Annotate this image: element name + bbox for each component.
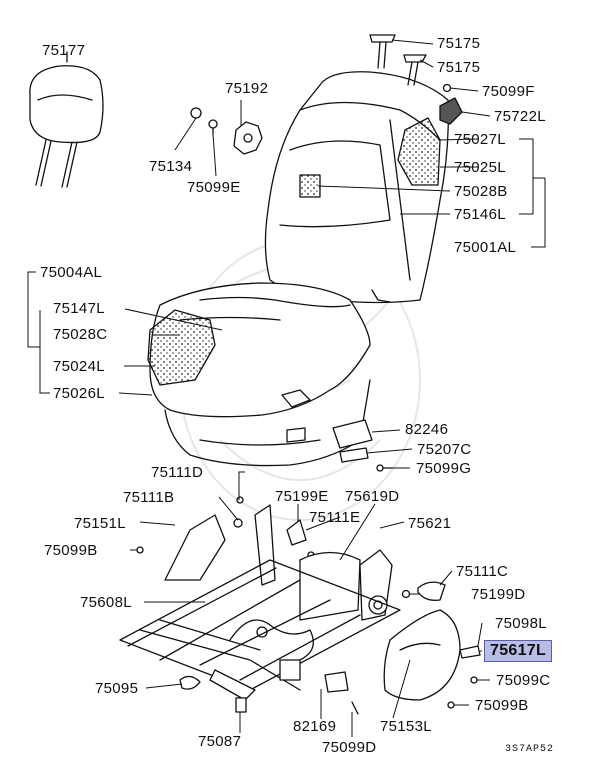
label-75192: 75192 <box>225 80 269 97</box>
label-75147L: 75147L <box>53 300 105 317</box>
label-75111E: 75111E <box>309 509 361 526</box>
label-75004AL: 75004AL <box>40 264 103 281</box>
label-75207C: 75207C <box>417 441 472 458</box>
label-75722L: 75722L <box>494 108 546 125</box>
label-75099G: 75099G <box>416 460 472 477</box>
label-75111D: 75111D <box>151 464 204 481</box>
label-75027L: 75027L <box>454 131 506 148</box>
label-75099D: 75099D <box>322 739 377 756</box>
label-75095: 75095 <box>95 680 139 697</box>
label-75099B-left: 75099B <box>44 542 98 559</box>
label-75028C: 75028C <box>53 326 108 343</box>
label-75099B-right: 75099B <box>475 697 529 714</box>
label-75175-top: 75175 <box>437 35 481 52</box>
label-75001AL: 75001AL <box>454 239 517 256</box>
label-75617L-highlighted: 75617L <box>484 640 553 662</box>
seat-frame <box>120 505 400 714</box>
label-75175: 75175 <box>437 59 481 76</box>
label-75177: 75177 <box>42 42 86 59</box>
label-75025L: 75025L <box>454 159 506 176</box>
seat-cushion <box>148 283 370 466</box>
label-75024L: 75024L <box>53 358 105 375</box>
label-75099F: 75099F <box>482 83 535 100</box>
diagram-code: 3S7AP52 <box>505 744 555 755</box>
label-75199D: 75199D <box>471 586 526 603</box>
label-75151L: 75151L <box>74 515 126 532</box>
leader-lines <box>28 40 545 737</box>
headrest <box>30 52 103 187</box>
label-75111C: 75111C <box>456 563 509 580</box>
label-75026L: 75026L <box>53 385 105 402</box>
top-fasteners <box>191 35 462 154</box>
label-75028B: 75028B <box>454 183 508 200</box>
label-75199E: 75199E <box>275 488 329 505</box>
label-75608L: 75608L <box>80 594 132 611</box>
label-75111B: 75111B <box>123 489 175 506</box>
label-75146L: 75146L <box>454 206 506 223</box>
label-75087: 75087 <box>198 733 242 750</box>
label-75619D: 75619D <box>345 488 400 505</box>
label-75099E: 75099E <box>187 179 241 196</box>
label-75621: 75621 <box>408 515 452 532</box>
label-75099C: 75099C <box>496 672 551 689</box>
side-cover <box>384 610 460 700</box>
label-82169: 82169 <box>293 718 337 735</box>
label-82246: 82246 <box>405 421 449 438</box>
label-75098L: 75098L <box>495 615 547 632</box>
label-75134: 75134 <box>149 158 193 175</box>
label-75153L: 75153L <box>380 718 432 735</box>
